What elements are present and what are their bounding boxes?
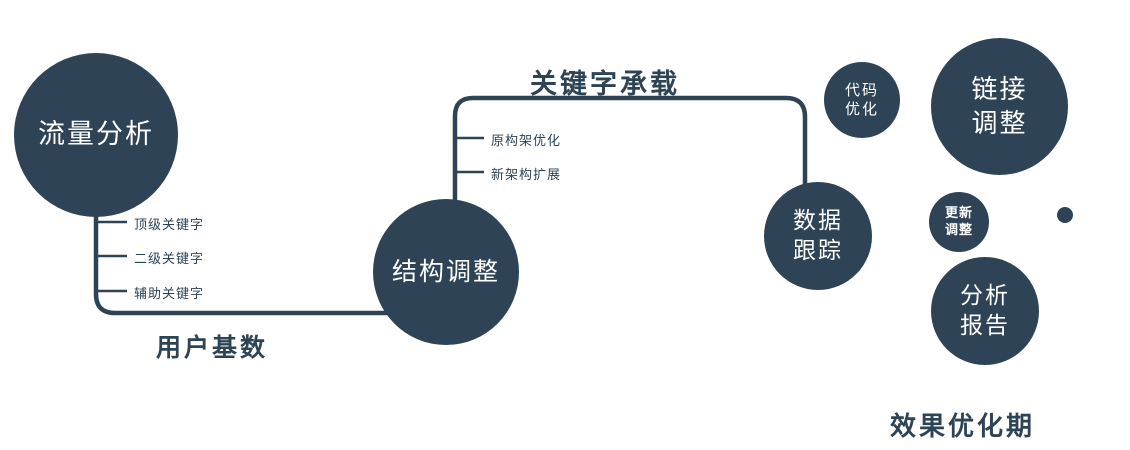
- footer-phase-label: 效果优化期: [890, 411, 1036, 441]
- node-structure-adjustment-label: 结构调整: [391, 257, 500, 286]
- node-update-adjustment-line1: 更新: [944, 205, 973, 221]
- node-code-optimization-line2: 优化: [844, 101, 879, 118]
- node-link-adjustment-line2: 调整: [971, 107, 1028, 138]
- branch-label-auxiliary-keyword: 辅助关键字: [134, 286, 205, 301]
- node-analysis-report-line2: 报告: [960, 312, 1010, 338]
- node-analysis-report: 分析 报告: [931, 257, 1039, 365]
- node-data-tracking-line2: 跟踪: [793, 237, 843, 263]
- node-code-optimization: 代码 优化: [824, 62, 900, 138]
- edge-user-base-line: [93, 185, 390, 316]
- node-data-tracking: 数据 跟踪: [764, 182, 872, 290]
- branch-label-new-architecture: 新架构扩展: [491, 167, 562, 182]
- node-link-adjustment: 链接 调整: [931, 38, 1068, 175]
- node-data-tracking-line1: 数据: [793, 207, 843, 234]
- node-analysis-report-line1: 分析: [960, 282, 1010, 309]
- node-update-adjustment-line2: 调整: [944, 222, 973, 237]
- edge-keyword-carrying-line: [452, 95, 808, 205]
- branch-label-secondary-keyword: 二级关键字: [134, 251, 205, 266]
- edge-label-keyword-carrying: 关键字承载: [530, 69, 680, 99]
- branch-label-original-architecture: 原构架优化: [491, 133, 562, 148]
- node-code-optimization-line1: 代码: [844, 81, 879, 99]
- edge-label-user-base: 用户基数: [156, 334, 269, 362]
- node-small-dot: [1057, 207, 1073, 223]
- node-update-adjustment: 更新 调整: [929, 192, 989, 252]
- node-traffic-analysis-label: 流量分析: [38, 119, 154, 150]
- node-structure-adjustment: 结构调整: [373, 199, 519, 345]
- node-traffic-analysis: 流量分析: [14, 53, 178, 217]
- node-link-adjustment-line1: 链接: [971, 73, 1028, 104]
- branch-label-top-keyword: 顶级关键字: [134, 217, 205, 232]
